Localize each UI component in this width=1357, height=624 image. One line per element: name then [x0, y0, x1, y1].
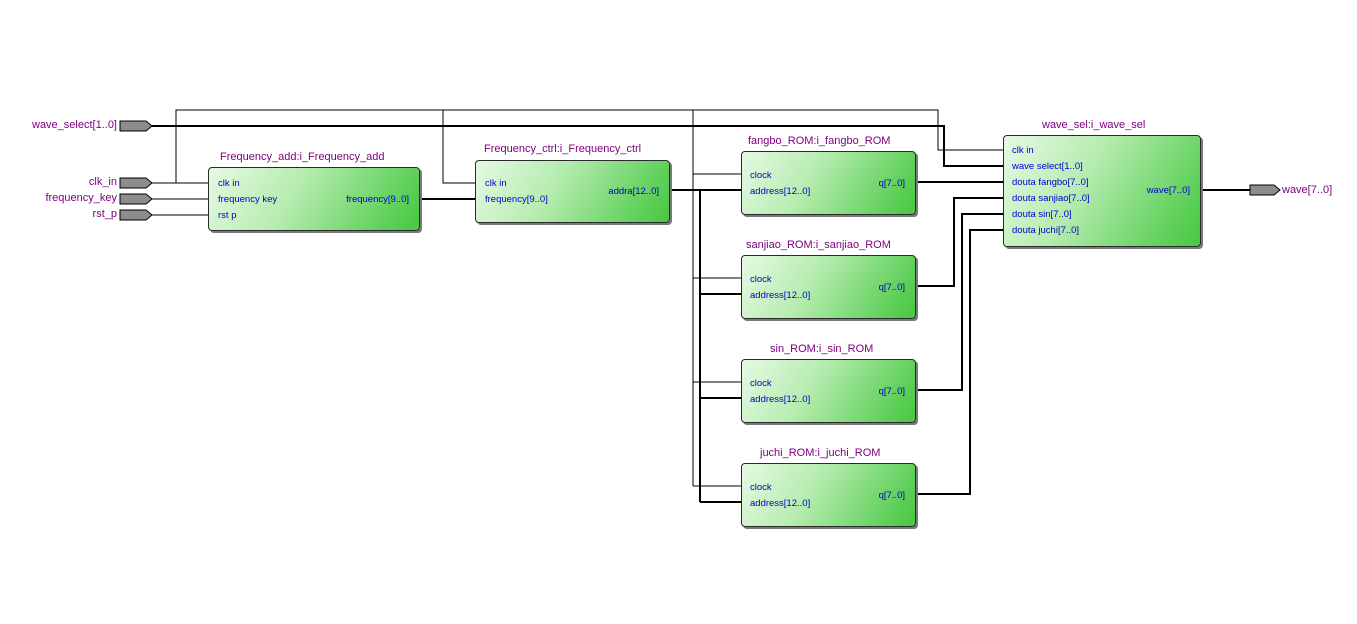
output-pin-wave-label: wave[7..0] — [1282, 184, 1333, 196]
port-q-out: q[7..0] — [878, 386, 905, 397]
input-pin-wave-select-icon — [119, 120, 153, 132]
bus-wave-select — [152, 125, 1006, 167]
block-title-juchi-rom: juchi_ROM:i_juchi_ROM — [760, 447, 881, 459]
port-douta-juchi: douta juchi[7..0] — [1012, 225, 1080, 236]
bus-q-sin — [914, 213, 1006, 391]
bus-q-sanjiao — [914, 197, 1006, 287]
input-pin-wave-select-label: wave_select[1..0] — [32, 119, 117, 131]
block-juchi-rom[interactable]: clock address[12..0] q[7..0] — [741, 463, 916, 527]
port-clock: clock — [750, 170, 772, 181]
port-clk-in: clk in — [218, 178, 240, 189]
block-title-sanjiao-rom: sanjiao_ROM:i_sanjiao_ROM — [746, 239, 891, 251]
block-sanjiao-rom[interactable]: clock address[12..0] q[7..0] — [741, 255, 916, 319]
port-frequency-out: frequency[9..0] — [346, 194, 409, 205]
port-q-out: q[7..0] — [878, 178, 905, 189]
port-clock: clock — [750, 378, 772, 389]
block-title-wave-sel: wave_sel:i_wave_sel — [1042, 119, 1146, 131]
port-q-out: q[7..0] — [878, 490, 905, 501]
port-rst-p: rst p — [218, 210, 237, 221]
port-clk-in: clk in — [485, 178, 507, 189]
input-pin-clk-in-icon — [119, 177, 153, 189]
block-sin-rom[interactable]: clock address[12..0] q[7..0] — [741, 359, 916, 423]
block-title-frequency-add: Frequency_add:i_Frequency_add — [220, 151, 385, 163]
port-douta-sin: douta sin[7..0] — [1012, 209, 1072, 220]
input-pin-clk-in-label: clk_in — [88, 176, 117, 188]
block-frequency-ctrl[interactable]: clk in frequency[9..0] addra[12..0] — [475, 160, 670, 223]
block-title-frequency-ctrl: Frequency_ctrl:i_Frequency_ctrl — [484, 143, 642, 155]
block-title-sin-rom: sin_ROM:i_sin_ROM — [770, 343, 874, 355]
block-wave-sel[interactable]: clk in wave select[1..0] douta fangbo[7.… — [1003, 135, 1201, 247]
output-pin-wave-icon — [1249, 184, 1281, 196]
port-douta-sanjiao: douta sanjiao[7..0] — [1012, 193, 1090, 204]
port-address: address[12..0] — [750, 394, 811, 405]
port-clock: clock — [750, 482, 772, 493]
port-address: address[12..0] — [750, 290, 811, 301]
port-douta-fangbo: douta fangbo[7..0] — [1012, 177, 1089, 188]
input-pin-frequency-key-label: frequency_key — [45, 192, 117, 204]
port-wave-select: wave select[1..0] — [1012, 161, 1083, 172]
block-fangbo-rom[interactable]: clock address[12..0] q[7..0] — [741, 151, 916, 215]
port-q-out: q[7..0] — [878, 282, 905, 293]
port-frequency-in: frequency[9..0] — [485, 194, 548, 205]
port-wave-out: wave[7..0] — [1146, 185, 1190, 196]
wire-clk-branch-freqctrl — [442, 110, 478, 184]
block-frequency-add[interactable]: clk in frequency key rst p frequency[9..… — [208, 167, 420, 231]
block-title-fangbo-rom: fangbo_ROM:i_fangbo_ROM — [748, 135, 891, 147]
port-frequency-key: frequency key — [218, 194, 278, 205]
port-addra-out: addra[12..0] — [608, 186, 659, 197]
port-clk-in: clk in — [1012, 145, 1034, 156]
port-address: address[12..0] — [750, 186, 811, 197]
input-pin-frequency-key-icon — [119, 193, 153, 205]
input-pin-rst-p-label: rst_p — [92, 208, 117, 220]
port-clock: clock — [750, 274, 772, 285]
input-pin-rst-p-icon — [119, 209, 153, 221]
port-address: address[12..0] — [750, 498, 811, 509]
bus-q-juchi — [914, 229, 1006, 495]
